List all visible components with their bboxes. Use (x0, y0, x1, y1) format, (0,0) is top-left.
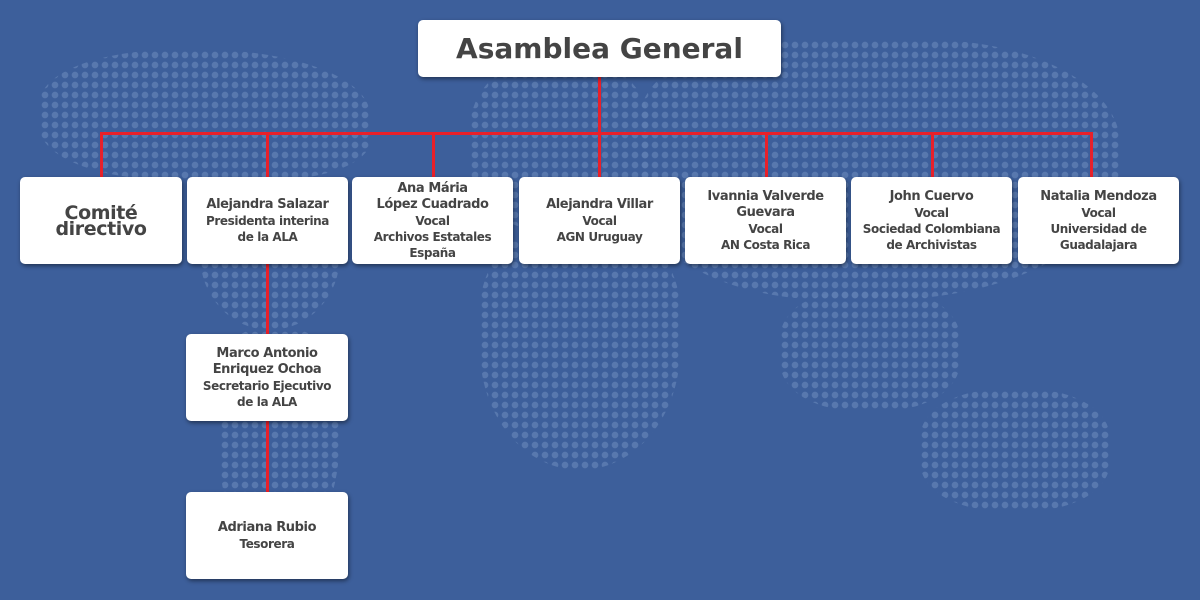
line: Vocal (415, 213, 450, 228)
line: AGN Uruguay (556, 229, 643, 244)
connector-horizontal (100, 132, 1093, 135)
line: Tesorera (239, 536, 295, 551)
line: Marco Antonio (216, 345, 318, 361)
comite-directivo-box: Comité directivo (20, 177, 182, 264)
line: Secretario Ejecutivo (202, 378, 332, 393)
connector (931, 132, 934, 178)
line: Ivannia Valverde Guevara (707, 188, 824, 220)
line: de la ALA (237, 394, 297, 409)
connector (432, 132, 435, 178)
line: Alejandra Salazar (206, 196, 329, 212)
asamblea-general-box: Asamblea General (418, 20, 781, 77)
line: Universidad de Guadalajara (1050, 221, 1147, 252)
tesorera-box: Adriana Rubio Tesorera (186, 492, 348, 579)
line: AN Costa Rica (720, 237, 811, 252)
connector (1090, 132, 1093, 178)
connector (765, 132, 768, 178)
line: López Cuadrado (376, 196, 489, 212)
line: Vocal (914, 205, 949, 220)
line: Adriana Rubio (217, 519, 317, 535)
connector-title (598, 77, 601, 134)
line: Vocal (582, 213, 617, 228)
secretario-box: Marco Antonio Enriquez Ochoa Secretario … (186, 334, 348, 421)
line: Enriquez Ochoa (212, 361, 322, 377)
line: John Cuervo (889, 188, 974, 204)
line: Natalia Mendoza (1040, 188, 1157, 204)
line: Sociedad Colombiana (862, 221, 1001, 236)
line: Presidenta interina (206, 213, 329, 228)
line: de Archivistas (886, 237, 977, 252)
connector (598, 132, 601, 178)
line: Vocal (748, 221, 783, 236)
line: de la ALA (237, 229, 298, 244)
line: Alejandra Villar (546, 196, 653, 212)
connector (266, 132, 269, 178)
line: Vocal (1081, 205, 1116, 220)
connector (100, 132, 103, 178)
line: Archivos Estatales España (373, 229, 492, 260)
line: Ana Mária (397, 180, 468, 196)
